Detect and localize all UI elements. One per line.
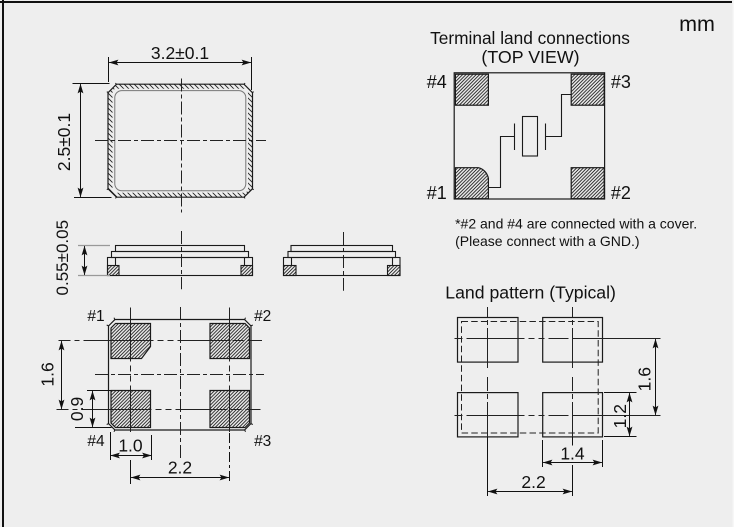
svg-text:#1: #1 <box>87 308 104 325</box>
svg-text:#3: #3 <box>254 433 271 450</box>
svg-text:(Please connect with a GND.): (Please connect with a GND.) <box>455 233 639 249</box>
svg-text:Terminal land connections: Terminal land connections <box>430 28 630 48</box>
svg-text:*#2 and #4 are connected with: *#2 and #4 are connected with a cover. <box>455 216 697 232</box>
svg-text:#2: #2 <box>254 308 271 325</box>
svg-text:2.5±0.1: 2.5±0.1 <box>54 113 74 171</box>
svg-text:Land pattern (Typical): Land pattern (Typical) <box>445 282 616 302</box>
svg-text:#3: #3 <box>611 72 631 92</box>
svg-text:1.4: 1.4 <box>560 444 585 464</box>
svg-text:3.2±0.1: 3.2±0.1 <box>151 43 209 63</box>
svg-text:#1: #1 <box>427 183 447 203</box>
svg-text:0.9: 0.9 <box>67 397 87 421</box>
svg-text:1.0: 1.0 <box>118 435 143 455</box>
svg-text:mm: mm <box>679 12 715 36</box>
svg-text:0.55±0.05: 0.55±0.05 <box>53 220 72 296</box>
svg-text:#4: #4 <box>87 433 105 450</box>
svg-text:#4: #4 <box>427 72 447 92</box>
svg-text:(TOP VIEW): (TOP VIEW) <box>481 47 579 67</box>
svg-text:#2: #2 <box>611 183 631 203</box>
svg-text:1.6: 1.6 <box>634 367 654 391</box>
svg-text:1.2: 1.2 <box>610 404 630 428</box>
svg-text:1.6: 1.6 <box>38 362 58 386</box>
svg-text:2.2: 2.2 <box>521 472 545 492</box>
svg-text:2.2: 2.2 <box>168 457 192 477</box>
